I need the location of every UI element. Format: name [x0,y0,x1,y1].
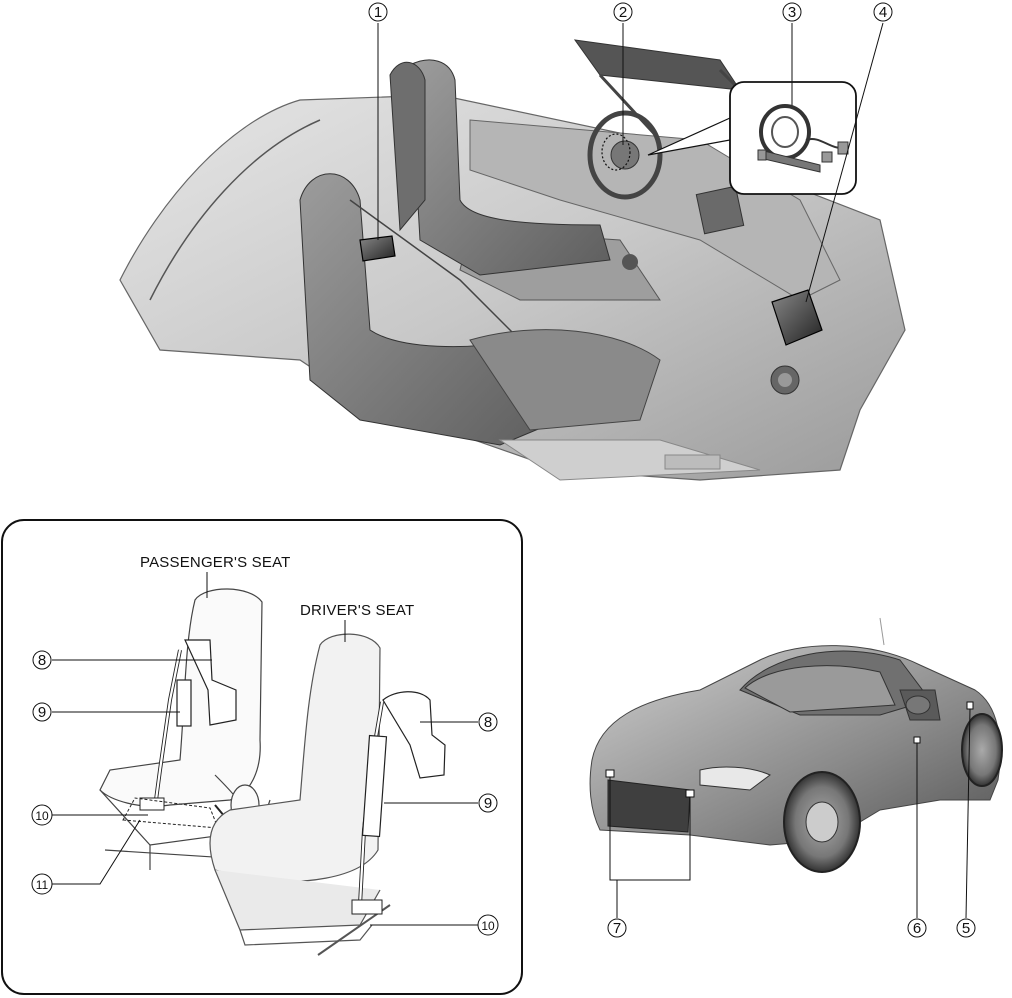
driver-seat-caption: DRIVER'S SEAT [300,602,414,619]
callout-9-passenger: 9 [32,702,52,722]
callout-11: 11 [31,873,53,895]
callout-5: 5 [956,918,976,938]
callout-7: 7 [607,918,627,938]
callout-10-driver-label: 10 [481,919,495,933]
callout-7-label: 7 [613,920,621,937]
callout-6: 6 [907,918,927,938]
clock-spring-inset [647,81,857,195]
seats-panel: PASSENGER'S SEAT DRIVER'S SEAT 8 9 10 [1,519,523,995]
driver-seat-drawing [209,633,391,956]
exterior-callout-leaders [609,708,971,919]
callout-2-label: 2 [619,4,627,21]
callout-9-passenger-label: 9 [38,704,46,721]
part-1-module [359,235,396,262]
callout-10-passenger: 10 [31,804,53,826]
callout-2: 2 [613,2,633,22]
callout-1-label: 1 [374,4,382,21]
passenger-seat-caption: PASSENGER'S SEAT [140,554,291,571]
passenger-belt [122,639,241,836]
callout-8-driver: 8 [478,712,498,732]
callout-11-label: 11 [36,878,49,892]
interior-illustration [119,39,906,481]
callout-8-passenger-label: 8 [38,652,46,669]
part-4-module [771,289,823,346]
callout-6-label: 6 [913,920,921,937]
callout-4-label: 4 [879,4,887,21]
callout-10-driver: 10 [477,914,499,936]
seat-callout-leaders [52,659,478,926]
callout-8-passenger: 8 [32,650,52,670]
callout-3: 3 [782,2,802,22]
driver-belt [351,691,446,915]
callout-8-driver-label: 8 [484,714,492,731]
callout-3-label: 3 [788,4,796,21]
callout-4: 4 [873,2,893,22]
callout-9-driver: 9 [478,793,498,813]
callout-5-label: 5 [962,920,970,937]
callout-10-passenger-label: 10 [35,809,49,823]
top-callout-leaders [377,22,884,303]
callout-1: 1 [368,2,388,22]
callout-9-driver-label: 9 [484,795,492,812]
exterior-car-illustration [589,617,1003,873]
